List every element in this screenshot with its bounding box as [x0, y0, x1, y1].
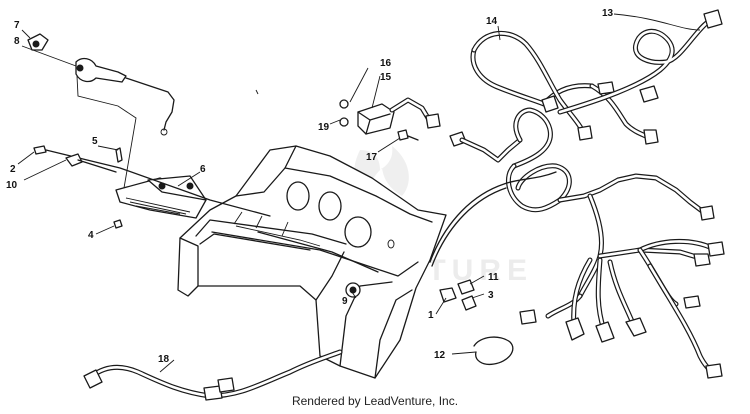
callout-14: 14 — [486, 16, 498, 27]
leader-lines — [17, 13, 701, 373]
hardware-screws — [33, 145, 477, 311]
callout-3: 3 — [488, 290, 494, 301]
dash-panel — [177, 145, 447, 379]
callout-18: 18 — [158, 354, 170, 365]
callout-13: 13 — [602, 8, 614, 19]
callout-5: 5 — [92, 136, 98, 147]
main-harness — [459, 30, 715, 221]
callout-12: 12 — [434, 350, 446, 361]
branch-harness — [519, 193, 725, 379]
callout-19: 19 — [318, 122, 330, 133]
callout-17: 17 — [366, 152, 378, 163]
callout-9: 9 — [342, 296, 348, 307]
callout-labels: 7 8 5 2 10 4 6 9 1 11 3 12 18 14 13 16 1… — [6, 8, 614, 365]
callout-16: 16 — [380, 58, 392, 69]
callout-10: 10 — [6, 180, 18, 191]
speedo-cable — [429, 171, 557, 267]
callout-6: 6 — [200, 164, 206, 175]
callout-15: 15 — [380, 72, 392, 83]
stray-mark — [255, 89, 259, 95]
harness-18 — [83, 349, 343, 401]
render-credit: Rendered by LeadVenture, Inc. — [291, 394, 459, 408]
callout-2: 2 — [10, 164, 16, 175]
callout-11: 11 — [488, 272, 499, 283]
choke-cable — [27, 33, 175, 189]
callout-8: 8 — [14, 36, 20, 47]
relay-assembly — [339, 97, 467, 147]
hose-clamp — [473, 336, 514, 366]
callout-4: 4 — [88, 230, 94, 241]
callout-7: 7 — [14, 20, 20, 31]
callout-1: 1 — [428, 310, 434, 321]
harness-13 — [557, 9, 723, 115]
